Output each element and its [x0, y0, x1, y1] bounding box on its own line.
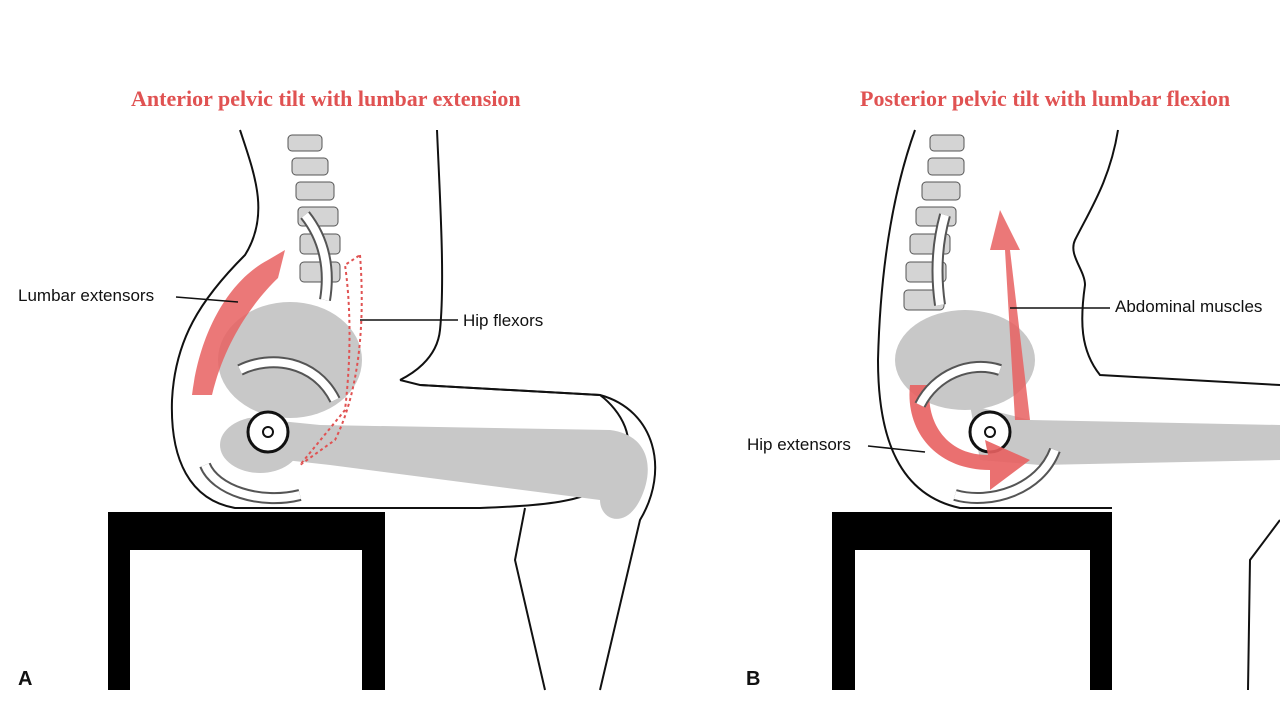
front-outline-a: [399, 129, 444, 381]
stool-a: [108, 512, 385, 690]
hip-extensor-muscle-b: [909, 385, 1030, 490]
abdominal-muscle-b: [990, 210, 1030, 420]
panel-b-letter: B: [746, 668, 761, 690]
shin-outline-a: [513, 507, 546, 691]
hip-flexors-label: Hip flexors: [463, 311, 544, 330]
front-outline-b: [1072, 129, 1280, 386]
lumbar-extensors-label: Lumbar extensors: [18, 286, 155, 305]
leg-outline-a: [419, 384, 657, 691]
body-outline-b: [876, 129, 1112, 509]
femur-b: [970, 405, 1280, 465]
hip-extensors-leader: [867, 445, 926, 453]
lumbar-extensors-leader: [175, 296, 239, 303]
femur-a: [270, 420, 648, 519]
shin-outline-b: [1247, 519, 1280, 691]
panel-a-figure: [108, 129, 657, 691]
spine-a: [287, 134, 341, 283]
panel-b-title: Posterior pelvic tilt with lumbar flexio…: [860, 86, 1231, 111]
hip-extensors-label: Hip extensors: [747, 435, 851, 454]
stool-b: [832, 512, 1112, 690]
panel-b-figure: [832, 129, 1280, 691]
lumbar-extensor-muscle-a: [192, 250, 285, 395]
abdominal-muscles-label: Abdominal muscles: [1115, 297, 1263, 316]
panel-a-title: Anterior pelvic tilt with lumbar extensi…: [131, 86, 521, 111]
panel-a-letter: A: [18, 668, 33, 690]
hip-flexor-muscle-a: [299, 253, 363, 466]
